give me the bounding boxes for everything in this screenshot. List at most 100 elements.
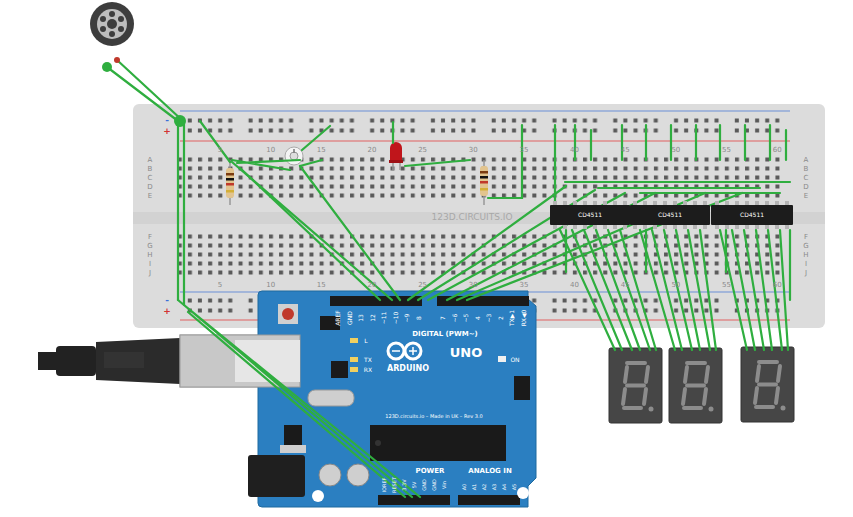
column-number: 30 xyxy=(469,282,478,289)
led-name: ON xyxy=(510,357,519,363)
pin-name: ~3 xyxy=(486,314,492,323)
board-brand: ARDUINO xyxy=(387,365,429,373)
row-letter: E xyxy=(804,192,808,199)
watermark: 123D.CIRCUITS.IO xyxy=(431,213,512,222)
ic-chip: CD4511 xyxy=(550,205,630,225)
column-number: 40 xyxy=(570,282,579,289)
pin-name: 2 xyxy=(498,316,504,320)
board-model: UNO xyxy=(450,346,483,359)
row-letter: B xyxy=(804,165,809,172)
column-number: 30 xyxy=(469,147,478,154)
row-letter: G xyxy=(147,242,152,249)
column-number: 50 xyxy=(671,147,680,154)
arduino-board xyxy=(180,291,536,507)
pin-name: GND xyxy=(432,479,437,490)
row-letter: G xyxy=(803,242,808,249)
pin-name: ~9 xyxy=(404,314,410,323)
row-letter: C xyxy=(804,174,809,181)
row-letter: I xyxy=(149,260,151,267)
column-number: 25 xyxy=(418,282,427,289)
pin-name: IOREF xyxy=(382,478,387,493)
pin-name: GND xyxy=(347,311,353,325)
column-number: 35 xyxy=(519,147,528,154)
pin-name: A5 xyxy=(512,484,517,491)
wire xyxy=(107,60,790,497)
row-letter: H xyxy=(803,251,808,258)
potentiometer xyxy=(285,147,303,165)
column-number: 15 xyxy=(317,147,326,154)
pin-name: ~11 xyxy=(381,312,387,325)
row-letter: E xyxy=(148,192,152,199)
column-number: 50 xyxy=(671,282,680,289)
row-letter: F xyxy=(148,233,152,240)
row-letter: H xyxy=(147,251,152,258)
row-letter: J xyxy=(805,269,807,276)
seven-segment-display xyxy=(609,347,794,423)
column-number: 25 xyxy=(418,147,427,154)
led-name: L xyxy=(364,338,367,344)
chip-label: CD4511 xyxy=(658,212,682,218)
pin-name: A0 xyxy=(462,484,467,491)
led xyxy=(389,142,403,170)
column-number: 10 xyxy=(266,282,275,289)
column-number: 40 xyxy=(570,147,579,154)
pin-name: 4 xyxy=(475,316,481,320)
column-number: 55 xyxy=(722,282,731,289)
led-name: RX xyxy=(364,367,372,373)
pin-name: AREF xyxy=(335,310,341,326)
column-number: 20 xyxy=(368,147,377,154)
pin-name: 7 xyxy=(440,316,446,320)
row-letter: F xyxy=(804,233,808,240)
column-number: 60 xyxy=(773,282,782,289)
board-note: 123D.circuits.io – Made in UK – Rev 3.0 xyxy=(385,414,482,419)
rail-sign: - xyxy=(165,296,169,305)
rail-sign: + xyxy=(163,127,171,136)
resistor-symbol xyxy=(226,160,234,205)
breadboard xyxy=(133,104,825,328)
column-number: 20 xyxy=(368,282,377,289)
row-letter: B xyxy=(148,165,153,172)
pin-name: 5V xyxy=(412,482,417,489)
pin-name: Vin xyxy=(442,481,447,489)
pin-name: TX▶1 xyxy=(509,310,515,326)
row-letter: J xyxy=(149,269,151,276)
pin-name: 8 xyxy=(416,316,422,320)
column-number: 45 xyxy=(621,282,630,289)
pin-name: A3 xyxy=(492,484,497,491)
rail-sign: - xyxy=(165,116,169,125)
column-number: 55 xyxy=(722,147,731,154)
pin-name: ~5 xyxy=(463,314,469,323)
pin-name: 3.3V xyxy=(402,479,407,490)
row-letter: D xyxy=(147,183,152,190)
resistor-symbol xyxy=(480,160,488,205)
pin-name: 12 xyxy=(370,314,376,322)
row-letter: C xyxy=(148,174,153,181)
column-number: 5 xyxy=(218,282,222,289)
rail-sign: + xyxy=(163,307,171,316)
column-number: 10 xyxy=(266,147,275,154)
piezo-speaker xyxy=(90,2,134,46)
header-title: DIGITAL (PWM~) xyxy=(412,331,477,338)
usb-cable xyxy=(38,335,300,387)
column-number: 45 xyxy=(621,147,630,154)
wire-end xyxy=(102,57,186,127)
chip-label: CD4511 xyxy=(578,212,602,218)
row-letter: A xyxy=(804,156,809,163)
ic-chip: CD4511 xyxy=(630,205,710,225)
column-number: 5 xyxy=(218,147,222,154)
header-title: ANALOG IN xyxy=(468,468,512,475)
chip-label: CD4511 xyxy=(740,212,764,218)
column-number: 15 xyxy=(317,282,326,289)
row-letter: A xyxy=(148,156,153,163)
pin-name: RESET xyxy=(392,477,397,493)
pin-name: ~6 xyxy=(452,314,458,323)
column-number: 60 xyxy=(773,147,782,154)
pin-name: A4 xyxy=(502,484,507,491)
led-name: TX xyxy=(364,357,372,363)
row-letter: D xyxy=(803,183,808,190)
pin-name: A2 xyxy=(482,484,487,491)
pin-name: RX◀0 xyxy=(521,310,527,327)
pin-name: A1 xyxy=(472,484,477,491)
row-letter: I xyxy=(805,260,807,267)
